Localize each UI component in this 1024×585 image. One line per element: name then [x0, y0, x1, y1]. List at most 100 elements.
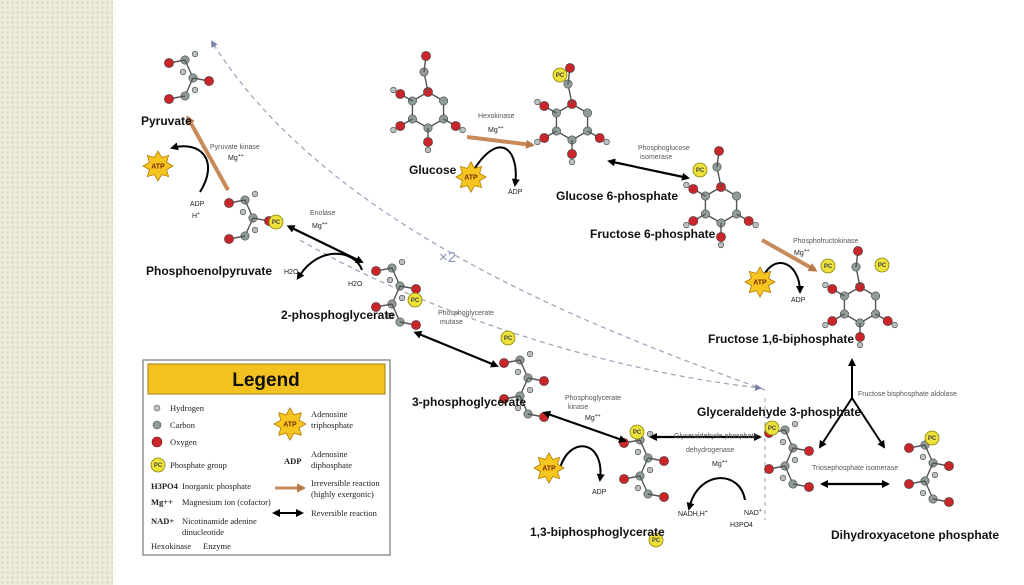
- hexokinase-atp-curve: [474, 146, 520, 187]
- hydrogen-atom: [386, 312, 394, 320]
- oxygen-atom: [204, 76, 214, 86]
- legend-irreversible-2: (highly exergonic): [311, 489, 374, 499]
- oxygen-atom: [827, 316, 838, 326]
- hydrogen-atom: [386, 276, 394, 284]
- hydrogen-atom: [526, 350, 534, 358]
- legend-oxygen-icon: [151, 436, 163, 448]
- mg-pyruvate-kinase: Mg++: [228, 153, 244, 162]
- mg-pgk: Mg++: [585, 413, 601, 422]
- legend-carbon: Carbon: [170, 420, 196, 430]
- hydrogen-atom: [251, 226, 259, 234]
- enzyme-hexokinase: Hexokinase: [478, 113, 515, 120]
- atp-icon: ATP: [533, 452, 565, 484]
- svg-text:PC: PC: [411, 298, 420, 304]
- legend-adp-2: diphosphate: [311, 460, 352, 470]
- oxygen-atom: [411, 284, 421, 294]
- hydrogen-atom: [856, 341, 864, 349]
- label-glyceraldehyde-3-phosphate: Glyceraldehyde 3-phosphate: [697, 405, 861, 419]
- legend-carbon-icon: [152, 420, 162, 430]
- svg-text:ATP: ATP: [464, 175, 478, 182]
- phosphate-group-icon: PC: [629, 424, 645, 440]
- oxygen-atom: [827, 284, 838, 294]
- pfk-arrow: [761, 238, 818, 272]
- oxygen-atom: [224, 198, 234, 208]
- enzyme-g3p-dehydrogenase-2: dehydrogenase: [686, 447, 734, 454]
- legend-enzyme-word: Hexokinase: [151, 541, 191, 551]
- oxygen-atom: [944, 497, 954, 507]
- svg-text:PC: PC: [928, 436, 937, 442]
- legend-nad-1: Nicotinamide adenine: [182, 516, 257, 526]
- svg-text:PC: PC: [696, 168, 705, 174]
- phosphate-group-icon: PC: [820, 258, 836, 274]
- isomerase-arrow: [607, 158, 690, 181]
- slide-left-margin: [0, 0, 113, 585]
- phosphate-group-icon: PC: [500, 330, 516, 346]
- oxygen-atom: [567, 149, 577, 159]
- oxygen-atom: [499, 358, 509, 368]
- hydrogen-atom: [514, 404, 522, 412]
- label-pyruvate: Pyruvate: [141, 114, 192, 128]
- legend-enzyme: Enzyme: [203, 541, 231, 551]
- oxygen-atom: [804, 446, 814, 456]
- oxygen-atom: [164, 58, 174, 68]
- oxygen-atom: [659, 456, 669, 466]
- enzyme-aldolase: Fructose bisphosphate aldolase: [858, 391, 957, 398]
- enzyme-g3p-dehydrogenase-1: Glyceraldehyde phosphate: [674, 433, 757, 440]
- hydrogen-atom: [526, 386, 534, 394]
- adp-pfk: ADP: [791, 297, 806, 304]
- legend-mg: Magnesium ion (cofactor): [182, 497, 271, 507]
- oxygen-atom: [421, 51, 431, 61]
- carbon-atom: [439, 114, 449, 124]
- oxygen-atom: [594, 133, 605, 143]
- legend-mg-symbol: Mg++: [151, 497, 173, 507]
- enzyme-phosphoglucose-isomerase-2: isomerase: [640, 154, 672, 161]
- enzyme-phosphoglycerate-kinase-2: kinase: [568, 404, 588, 411]
- phosphate-group-icon: PC: [552, 67, 568, 83]
- oxygen-atom: [450, 121, 461, 131]
- hydrogen-atom: [390, 126, 397, 134]
- oxygen-atom: [423, 137, 433, 147]
- oxygen-atom: [714, 146, 724, 156]
- label-fructose-1-6-biphosphate: Fructose 1,6-biphosphate: [708, 332, 854, 346]
- atp-icon: ATP: [744, 266, 776, 298]
- hydrogen-atom: [683, 181, 690, 189]
- hydrogen-atom: [191, 50, 199, 58]
- carbon-atom: [439, 96, 449, 106]
- phosphate-group-icon: PC: [764, 420, 780, 436]
- svg-text:ATP: ATP: [283, 422, 297, 429]
- legend-header: [147, 363, 386, 395]
- legend-phosphate: Phosphate group: [170, 460, 227, 470]
- hydrogen-atom: [191, 86, 199, 94]
- oxygen-atom: [904, 443, 914, 453]
- oxygen-atom: [164, 94, 174, 104]
- mg-pfk: Mg++: [794, 248, 810, 257]
- adp-hexokinase: ADP: [508, 189, 523, 196]
- svg-text:PC: PC: [633, 430, 642, 436]
- pi-label: H3PO4: [730, 522, 753, 529]
- svg-text:PC: PC: [878, 263, 887, 269]
- svg-text:PC: PC: [652, 538, 661, 544]
- hexokinase-arrow: [466, 135, 535, 149]
- carbon-atom: [732, 191, 742, 201]
- oxygen-atom: [882, 316, 893, 326]
- oxygen-atom: [853, 246, 863, 256]
- oxygen-atom: [944, 461, 954, 471]
- legend-atp-1: Adenosine: [311, 409, 348, 419]
- legend-adp-symbol: ADP: [284, 456, 301, 466]
- adp-pgk: ADP: [592, 489, 607, 496]
- hydrogen-atom: [919, 453, 927, 461]
- oxygen-atom: [499, 394, 509, 404]
- hydrogen-atom: [891, 321, 898, 329]
- h-plus-label: H+: [192, 211, 200, 220]
- phosphate-group-icon: PC: [924, 430, 940, 446]
- oxygen-atom: [411, 320, 421, 330]
- oxygen-atom: [539, 101, 550, 111]
- phosphate-group-icon: PC: [874, 257, 890, 273]
- label-phosphoenolpyruvate: Phosphoenolpyruvate: [146, 264, 272, 278]
- hydrogen-atom: [459, 126, 466, 134]
- enzyme-phosphoglycerate-kinase-1: Phosphoglycerate: [565, 395, 621, 402]
- label-2-phosphoglycerate: 2-phosphoglycerate: [281, 308, 395, 322]
- legend-phosphate-icon: [150, 457, 166, 473]
